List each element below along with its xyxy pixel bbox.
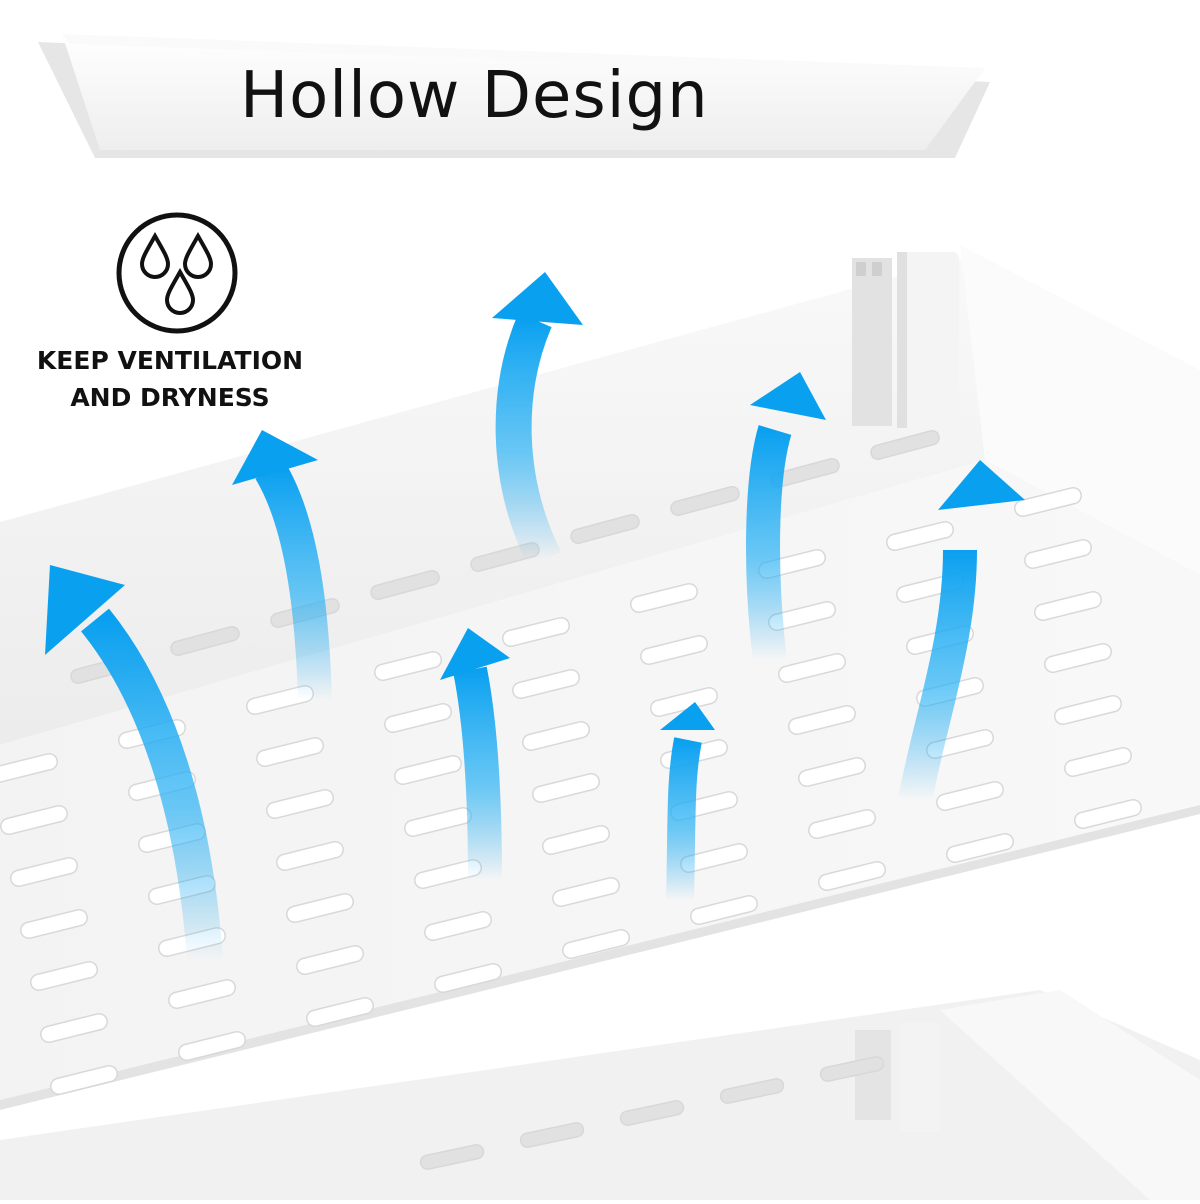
ventilation-slot <box>0 752 58 784</box>
ventilation-slot <box>640 634 708 666</box>
ventilation-slot <box>1024 538 1092 570</box>
ventilation-slot <box>424 910 492 942</box>
ventilation-slot <box>296 944 364 976</box>
ventilation-slot <box>936 780 1004 812</box>
airflow-arrow <box>666 737 702 901</box>
ventilation-slot <box>819 1056 885 1082</box>
ventilation-slot <box>818 860 886 892</box>
ventilation-slot <box>512 668 580 700</box>
airflow-arrow <box>80 608 223 962</box>
water-drops-icon <box>116 212 238 334</box>
ventilation-slot <box>798 756 866 788</box>
ventilation-slot <box>886 520 954 552</box>
ventilation-slot <box>0 804 68 836</box>
ventilation-slot <box>419 1144 485 1170</box>
airflow-arrow <box>495 312 562 569</box>
ventilation-slot <box>808 808 876 840</box>
ventilation-slot <box>788 704 856 736</box>
banner-title: Hollow Design <box>240 59 709 133</box>
ventilation-slot <box>170 626 240 656</box>
title-banner <box>38 34 990 158</box>
shelf-floor <box>0 460 1200 1100</box>
airflow-arrow-head <box>750 372 826 420</box>
ventilation-slot <box>10 856 78 888</box>
ventilation-slot <box>519 1122 585 1148</box>
airflow-arrows <box>45 272 1025 962</box>
ventilation-slot <box>20 908 88 940</box>
ventilation-slot <box>266 788 334 820</box>
ventilation-slot <box>542 824 610 856</box>
feature-badge-caption: KEEP VENTILATION AND DRYNESS <box>20 342 320 416</box>
ventilation-slot <box>1054 694 1122 726</box>
ventilation-slot <box>168 978 236 1010</box>
ventilation-slot <box>870 430 940 460</box>
ventilation-slot <box>1034 590 1102 622</box>
airflow-arrow <box>898 549 977 804</box>
ventilation-slot <box>690 894 758 926</box>
shelf-corner-post <box>852 252 959 428</box>
ventilation-slots <box>0 430 1142 1170</box>
ventilation-slot <box>286 892 354 924</box>
ventilation-slot <box>50 1064 118 1096</box>
ventilation-slot <box>719 1078 785 1104</box>
ventilation-slot <box>630 582 698 614</box>
airflow-arrow-head <box>938 460 1025 510</box>
ventilation-slot <box>778 652 846 684</box>
ventilation-slot <box>570 514 640 544</box>
feature-badge-line-2: AND DRYNESS <box>70 383 270 412</box>
airflow-arrow-head <box>232 430 318 485</box>
airflow-arrow <box>453 666 502 881</box>
ventilation-slot <box>552 876 620 908</box>
ventilation-slot <box>434 962 502 994</box>
ventilation-slot <box>532 772 600 804</box>
airflow-arrow <box>746 425 792 663</box>
airflow-arrow-head <box>660 702 715 730</box>
feature-badge-line-1: KEEP VENTILATION <box>36 346 304 375</box>
ventilation-slot <box>384 702 452 734</box>
ventilation-slot <box>30 960 98 992</box>
airflow-arrow <box>255 461 332 701</box>
shelf-back-wall <box>0 245 985 745</box>
ventilation-slot <box>394 754 462 786</box>
ventilation-slot <box>1014 486 1082 518</box>
ventilation-slot <box>562 928 630 960</box>
ventilation-slot <box>670 486 740 516</box>
ventilation-slot <box>946 832 1014 864</box>
ventilation-slot <box>40 1012 108 1044</box>
ventilation-slot <box>370 570 440 600</box>
ventilation-slot <box>522 720 590 752</box>
airflow-arrow-head <box>440 628 510 680</box>
ventilation-slot <box>276 840 344 872</box>
ventilation-slot <box>256 736 324 768</box>
ventilation-slot <box>1074 798 1142 830</box>
ventilation-slot <box>619 1100 685 1126</box>
ventilation-slot <box>178 1030 246 1062</box>
lower-shelf <box>0 990 1200 1200</box>
ventilation-slot <box>502 616 570 648</box>
ventilation-slot <box>374 650 442 682</box>
ventilation-slot <box>1064 746 1132 778</box>
airflow-arrow-head <box>492 272 583 325</box>
ventilation-slot <box>306 996 374 1028</box>
ventilation-slot <box>1044 642 1112 674</box>
airflow-arrow-head <box>45 565 125 655</box>
